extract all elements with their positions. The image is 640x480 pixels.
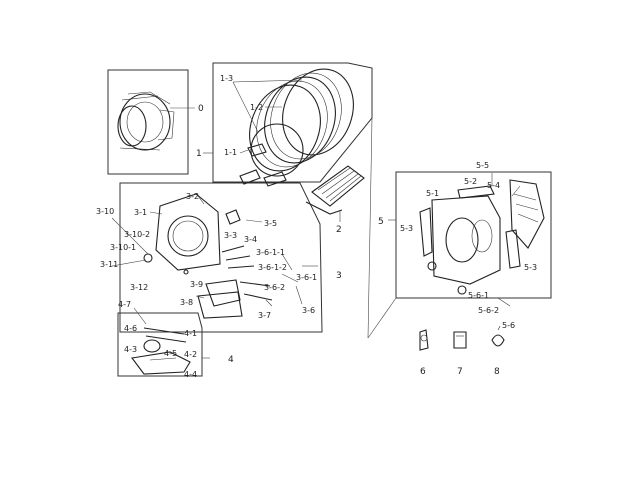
label-3-8: 3-8 xyxy=(180,298,193,307)
label-3-6-2: 3-6-2 xyxy=(264,283,285,292)
label-3-9: 3-9 xyxy=(190,280,203,289)
label-8: 8 xyxy=(494,367,500,377)
label-3-1: 3-1 xyxy=(134,208,147,217)
label-3-7: 3-7 xyxy=(258,311,271,320)
label-4-1: 4-1 xyxy=(184,329,197,338)
label-1-1: 1-1 xyxy=(224,148,237,157)
label-4-4: 4-4 xyxy=(184,370,197,379)
label-5-6-1: 5-6-1 xyxy=(468,291,489,300)
frame-part-4 xyxy=(117,312,203,377)
part-7-illustration xyxy=(453,331,467,349)
label-3-5: 3-5 xyxy=(264,219,277,228)
label-5-2: 5-2 xyxy=(464,177,477,186)
label-4-5: 4-5 xyxy=(164,349,177,358)
label-5: 5 xyxy=(378,217,384,227)
label-3-10: 3-10 xyxy=(96,207,114,216)
lint-filter-illustration xyxy=(305,165,365,215)
label-4-6: 4-6 xyxy=(124,324,137,333)
label-7: 7 xyxy=(457,367,463,377)
label-5-3-right: 5-3 xyxy=(524,263,537,272)
frame-part-3 xyxy=(119,182,323,333)
drum-assembly-illustration xyxy=(117,91,175,151)
label-5-5: 5-5 xyxy=(476,161,489,170)
label-3-6-1-1: 3-6-1-1 xyxy=(256,248,285,257)
label-1-2: 1-2 xyxy=(250,103,263,112)
frame-part-1 xyxy=(212,62,373,183)
frame-part-0 xyxy=(107,69,189,175)
label-3-6-1: 3-6-1 xyxy=(296,273,317,282)
label-3-6: 3-6 xyxy=(302,306,315,315)
front-panel-illustration xyxy=(143,193,273,319)
label-3-6-1-2: 3-6-1-2 xyxy=(258,263,287,272)
label-6: 6 xyxy=(420,367,426,377)
part-6-illustration xyxy=(419,329,429,351)
leader-lines-part-1 xyxy=(203,79,303,154)
duct-illustration xyxy=(131,327,191,375)
label-3-10-1: 3-10-1 xyxy=(110,243,136,252)
label-1-3: 1-3 xyxy=(220,74,233,83)
label-3-11: 3-11 xyxy=(100,260,118,269)
label-5-1: 5-1 xyxy=(426,189,439,198)
label-3-3: 3-3 xyxy=(224,231,237,240)
rear-panel-illustration xyxy=(419,179,545,295)
label-3: 3 xyxy=(336,271,342,281)
label-3-4: 3-4 xyxy=(244,235,257,244)
label-4: 4 xyxy=(228,355,234,365)
leader-lines-part-3 xyxy=(111,195,318,307)
label-5-6: 5-6 xyxy=(502,321,515,330)
label-4-7: 4-7 xyxy=(118,300,131,309)
leader-lines-part-5 xyxy=(367,117,521,339)
drum-illustration xyxy=(239,68,354,187)
label-2: 2 xyxy=(336,225,342,235)
label-5-6-2: 5-6-2 xyxy=(478,306,499,315)
leader-lines-part-4 xyxy=(133,307,210,359)
label-5-3-left: 5-3 xyxy=(400,224,413,233)
label-3-2: 3-2 xyxy=(186,192,199,201)
part-8-illustration xyxy=(491,325,505,347)
label-3-10-2: 3-10-2 xyxy=(124,230,150,239)
label-4-3: 4-3 xyxy=(124,345,137,354)
frame-part-5 xyxy=(395,171,552,299)
label-4-2: 4-2 xyxy=(184,350,197,359)
label-3-12: 3-12 xyxy=(130,283,148,292)
label-1: 1 xyxy=(196,149,202,159)
label-5-4: 5-4 xyxy=(487,181,500,190)
label-0: 0 xyxy=(198,104,204,114)
